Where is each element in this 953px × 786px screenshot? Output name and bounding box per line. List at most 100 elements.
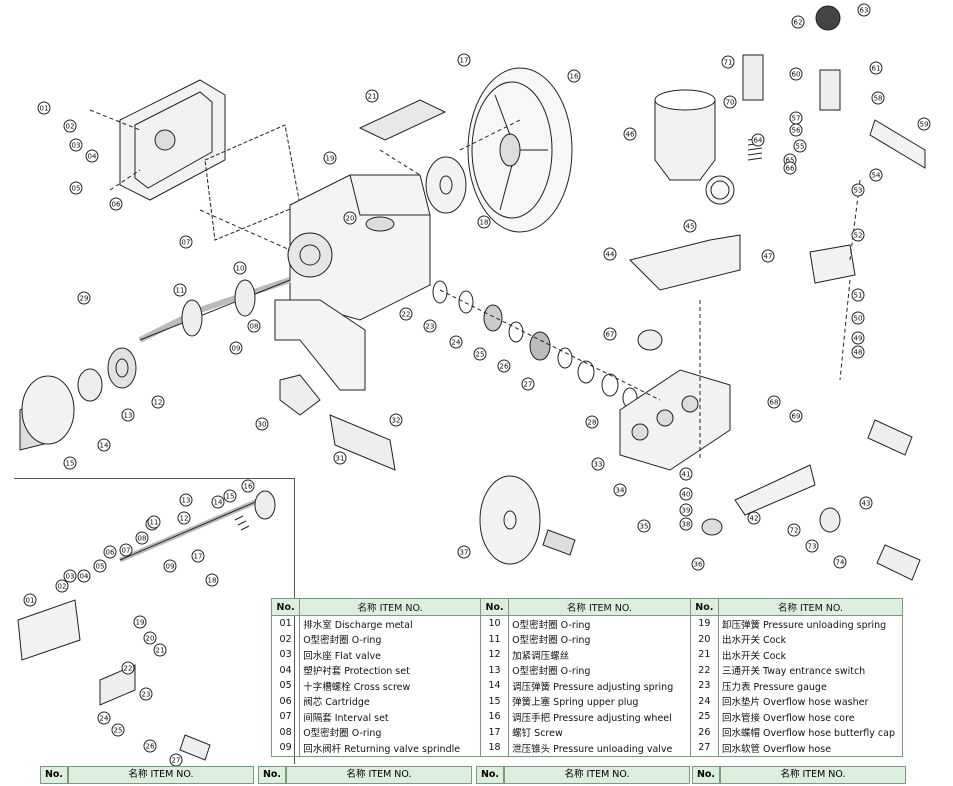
main-callout-circle [603, 327, 617, 341]
item-name: O型密封圈 O-ring [508, 615, 691, 632]
inset-callout-circle [135, 531, 149, 545]
bottom-header-row: No. 名称 ITEM NO. [476, 766, 690, 784]
main-callout-label: 02 [66, 123, 75, 131]
main-callout-circle [783, 161, 797, 175]
header-no: No. [692, 766, 720, 784]
bottom-header-row: No. 名称 ITEM NO. [258, 766, 472, 784]
main-callout-circle [793, 139, 807, 153]
main-callout-label: 61 [872, 65, 881, 73]
main-callout-circle [233, 261, 247, 275]
item-name: 排水室 Discharge metal [299, 615, 481, 632]
item-name: 卸压弹簧 Pressure unloading spring [717, 615, 904, 632]
main-callout-label: 11 [176, 287, 185, 295]
item-name: 出水开关 Cock [717, 631, 904, 647]
inset-callout-circle [223, 489, 237, 503]
inset-callout-label: 06 [106, 549, 115, 557]
inset-callout-label: 22 [124, 665, 133, 673]
main-callout-circle [787, 523, 801, 537]
main-callout-label: 09 [232, 345, 241, 353]
callouts-inset: 0102030405060708091011121314151617181920… [23, 479, 255, 767]
header-name: 名称 ITEM NO. [68, 766, 254, 784]
main-callout-circle [833, 555, 847, 569]
inset-callout-circle [211, 495, 225, 509]
main-callout-label: 28 [588, 419, 597, 427]
main-callout-label: 40 [682, 491, 691, 499]
main-callout-label: 52 [854, 232, 863, 240]
bottom-header-row: No. 名称 ITEM NO. [40, 766, 254, 784]
inset-callout-circle [133, 615, 147, 629]
main-callout-circle [691, 557, 705, 571]
main-callout-label: 74 [836, 559, 845, 567]
main-callout-circle [37, 101, 51, 115]
main-callout-circle [521, 377, 535, 391]
main-callout-circle [567, 69, 581, 83]
item-name: 加紧调压螺丝 [508, 647, 691, 663]
main-callout-circle [109, 197, 123, 211]
item-name: O型密封圈 O-ring [508, 631, 691, 647]
inset-callout-label: 04 [80, 573, 89, 581]
main-callout-label: 20 [346, 215, 355, 223]
main-callout-label: 37 [460, 549, 469, 557]
main-callout-label: 67 [606, 331, 615, 339]
main-callout-circle [869, 168, 883, 182]
main-callout-label: 33 [594, 461, 603, 469]
item-name: 泄压锥头 Pressure unloading valve [508, 740, 691, 757]
item-no: 18 [479, 740, 510, 757]
main-callout-label: 47 [764, 253, 773, 261]
table-header-row: No. 名称 ITEM NO. No. 名称 ITEM NO. No. 名称 I… [270, 598, 904, 616]
main-callout-label: 12 [154, 399, 163, 407]
inset-callout-circle [103, 545, 117, 559]
main-callout-circle [857, 3, 871, 17]
item-no: 09 [270, 740, 301, 757]
main-callout-label: 54 [872, 172, 881, 180]
main-callout-circle [851, 183, 865, 197]
item-name: 十字槽螺栓 Cross screw [299, 678, 481, 694]
main-callout-circle [623, 127, 637, 141]
main-callout-label: 59 [920, 121, 929, 129]
main-callout-label: 07 [182, 239, 191, 247]
parts-table: No. 名称 ITEM NO. No. 名称 ITEM NO. No. 名称 I… [270, 598, 904, 757]
main-callout-label: 55 [796, 143, 805, 151]
item-name: 螺钉 Screw [508, 724, 691, 740]
inset-callout-label: 17 [194, 553, 203, 561]
item-no: 22 [689, 662, 719, 678]
item-no: 19 [689, 615, 719, 632]
header-no: No. [479, 598, 510, 616]
main-callout-circle [399, 307, 413, 321]
main-callout-circle [69, 181, 83, 195]
main-callout-circle [871, 91, 885, 105]
main-callout-label: 08 [250, 323, 259, 331]
main-callout-label: 64 [754, 137, 763, 145]
header-name: 名称 ITEM NO. [720, 766, 906, 784]
main-callout-label: 34 [616, 487, 625, 495]
main-callout-circle [747, 511, 761, 525]
main-callout-label: 22 [402, 311, 411, 319]
main-callout-label: 38 [682, 521, 691, 529]
inset-callout-circle [143, 739, 157, 753]
item-no: 03 [270, 647, 301, 663]
inset-callout-label: 13 [182, 497, 191, 505]
item-no: 12 [479, 647, 510, 663]
inset-callout-label: 14 [214, 499, 223, 507]
main-callout-circle [791, 15, 805, 29]
main-callout-circle [77, 291, 91, 305]
main-callout-label: 71 [724, 59, 733, 67]
main-callout-label: 16 [570, 73, 579, 81]
main-callout-circle [851, 331, 865, 345]
main-callout-circle [255, 417, 269, 431]
main-callout-label: 50 [854, 315, 863, 323]
item-name: O型密封圈 O-ring [299, 724, 481, 740]
inset-callout-label: 03 [66, 573, 75, 581]
main-callout-label: 21 [368, 93, 377, 101]
main-callout-circle [343, 211, 357, 225]
item-no: 21 [689, 647, 719, 663]
main-callout-label: 30 [258, 421, 267, 429]
item-name: 压力表 Pressure gauge [717, 678, 904, 694]
inset-callout-label: 15 [226, 493, 235, 501]
inset-callout-circle [177, 511, 191, 525]
main-callout-label: 29 [80, 295, 89, 303]
header-name: 名称 ITEM NO. [717, 598, 904, 616]
